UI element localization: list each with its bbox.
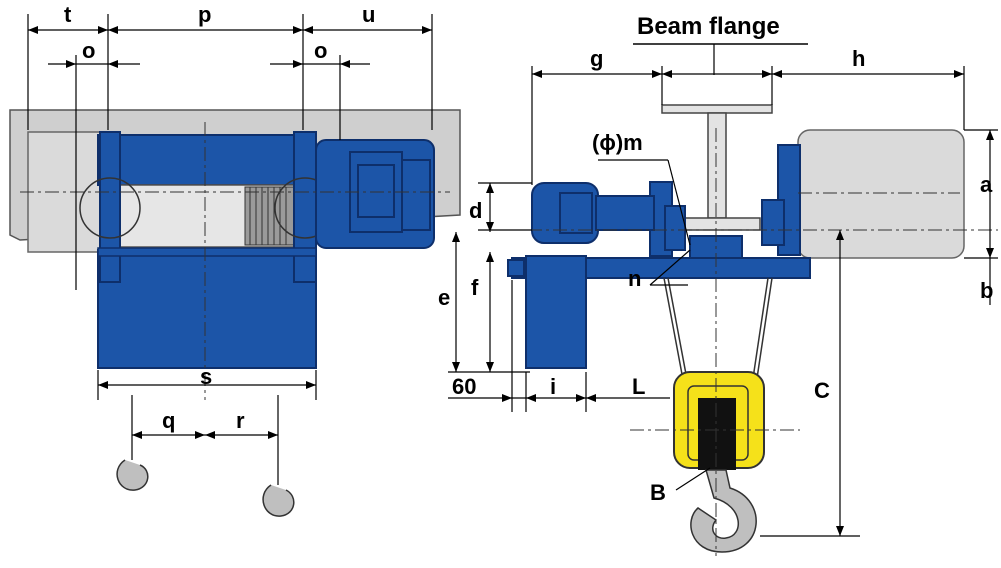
motor-housing-grey <box>797 129 965 259</box>
hoist-frame-top <box>97 134 317 186</box>
dim-label-a: a <box>980 172 993 197</box>
dim-label-d: d <box>469 198 482 223</box>
control-box <box>525 255 587 369</box>
hook-left <box>116 395 149 491</box>
dim-label-r: r <box>236 408 245 433</box>
dim-label-s: s <box>200 364 212 389</box>
beam-flange-title: Beam flange <box>637 13 780 40</box>
trolley-side-right <box>761 144 801 256</box>
dim-label-h: h <box>852 46 865 71</box>
trolley-wheel-left <box>79 177 141 239</box>
side-plate-right <box>293 131 317 283</box>
dim-label-g: g <box>590 46 603 71</box>
travel-motor <box>531 182 655 244</box>
end-view: Beam flange <box>438 13 998 556</box>
dim-label-b: b <box>980 278 993 303</box>
hoist-frame-body <box>97 249 317 369</box>
side-view: t p u o o s q r <box>9 2 461 517</box>
dim-label-C: C <box>814 378 830 403</box>
dim-label-o-right: o <box>314 38 327 63</box>
dim-label-f: f <box>471 275 479 300</box>
dim-label-L: L <box>632 374 645 399</box>
dim-label-60: 60 <box>452 374 476 399</box>
dim-label-o-left: o <box>82 38 95 63</box>
dim-label-p: p <box>198 2 211 27</box>
dim-label-i: i <box>550 374 556 399</box>
side-plate-left <box>99 131 121 283</box>
dim-label-e: e <box>438 285 450 310</box>
load-hook <box>690 469 757 553</box>
dim-label-u: u <box>362 2 375 27</box>
trolley-bolt <box>507 259 525 277</box>
dim-label-m: (ϕ)m <box>592 130 643 155</box>
dim-label-t: t <box>64 2 72 27</box>
dim-label-B: B <box>650 480 666 505</box>
dim-label-q: q <box>162 408 175 433</box>
i-beam <box>661 104 773 231</box>
trolley-side-left <box>649 181 686 257</box>
dim-label-n: n <box>628 266 641 291</box>
rope-coil <box>244 186 296 246</box>
hook-right <box>262 395 295 517</box>
